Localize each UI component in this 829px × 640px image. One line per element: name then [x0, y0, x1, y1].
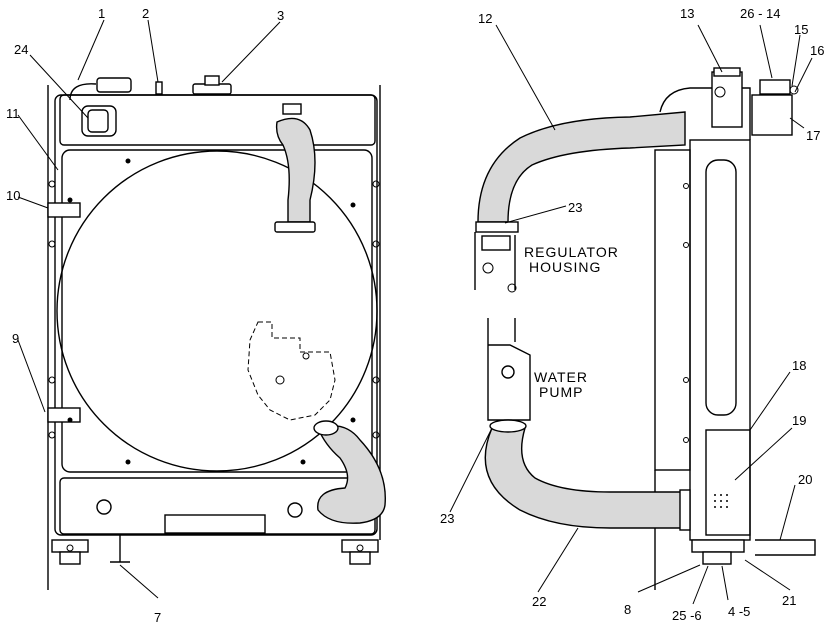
top-fitting-3-nut [204, 75, 220, 86]
caption-regulator-2: HOUSING [529, 259, 601, 275]
label-8: 8 [624, 602, 631, 617]
label-17: 17 [806, 128, 820, 143]
side-bolts [683, 183, 689, 443]
upper-hose-clamp [282, 103, 302, 115]
label-15: 15 [794, 22, 808, 37]
water-pump-outline [247, 321, 336, 421]
mount-left [51, 539, 89, 565]
fan-ring [56, 150, 378, 472]
label-21: 21 [782, 593, 796, 608]
side-view [474, 67, 816, 590]
regulator-housing-outline [474, 232, 516, 290]
top-tank [59, 94, 376, 146]
top-bracket-13 [711, 71, 743, 128]
lower-clamp-23 [489, 419, 527, 433]
leader-lines-right [449, 24, 813, 605]
side-sight-window [705, 159, 737, 416]
label-9: 9 [12, 331, 19, 346]
drain-plug-right [287, 502, 303, 518]
caption-water-2: PUMP [539, 384, 583, 400]
bracket-20 [755, 539, 816, 556]
upper-hose [275, 117, 316, 223]
label-1: 1 [98, 6, 105, 21]
vent-2 [155, 81, 163, 95]
lower-hose-clamp [313, 420, 339, 436]
label-16: 16 [810, 43, 824, 58]
label-13: 13 [680, 6, 694, 21]
label-7: 7 [154, 610, 161, 625]
label-12: 12 [478, 11, 492, 26]
pump-neck [487, 318, 516, 342]
fan-shroud [61, 149, 373, 473]
bottom-tank-plate [164, 514, 266, 534]
side-lower-hose [484, 427, 686, 529]
side-tank [689, 139, 751, 541]
label-23-upper: 23 [568, 200, 582, 215]
label-2: 2 [142, 6, 149, 21]
label-23-lower: 23 [440, 511, 454, 526]
label-4-5: 4 -5 [728, 604, 750, 619]
grille-19 [714, 494, 728, 508]
caption-regulator-1: REGULATOR [524, 244, 619, 260]
overflow-tube [69, 83, 97, 101]
upper-clamp-23 [475, 221, 519, 233]
label-26-14: 26 - 14 [740, 6, 780, 21]
drain-plug-left [96, 499, 112, 515]
label-18: 18 [792, 358, 806, 373]
side-mount [691, 539, 745, 553]
label-19: 19 [792, 413, 806, 428]
leader-lines-left [17, 19, 281, 599]
label-22: 22 [532, 594, 546, 609]
filler-13 [713, 67, 741, 77]
upper-hose-lower-clamp [274, 221, 316, 233]
radiator-core-frame [54, 94, 378, 536]
top-cap-1 [96, 77, 132, 93]
caption-water-1: WATER [534, 369, 588, 385]
mount-right [341, 539, 379, 565]
fitting-15 [759, 79, 791, 95]
front-view [47, 75, 386, 590]
label-25-6: 25 -6 [672, 608, 702, 623]
top-curve [659, 87, 751, 140]
lower-bracket-18 [705, 429, 751, 536]
side-core-left [654, 149, 691, 471]
bracket-10 [47, 202, 81, 218]
label-11: 11 [6, 106, 20, 121]
side-mount-nut [702, 551, 732, 565]
pump-port [501, 365, 515, 379]
water-pump-body [487, 342, 531, 421]
label-3: 3 [277, 8, 284, 23]
lower-hose-flange [679, 489, 691, 531]
filler-cap [87, 109, 109, 133]
fitting-17 [751, 94, 793, 136]
label-10: 10 [6, 188, 20, 203]
part-labels: 1 2 3 24 11 10 9 7 12 13 26 - 14 15 16 1… [6, 6, 824, 625]
regulator-flange [481, 235, 511, 251]
shroud-bolts [48, 158, 380, 465]
label-24: 24 [14, 42, 28, 57]
bracket-9 [47, 407, 81, 423]
lower-hose [317, 425, 386, 524]
label-20: 20 [798, 472, 812, 487]
